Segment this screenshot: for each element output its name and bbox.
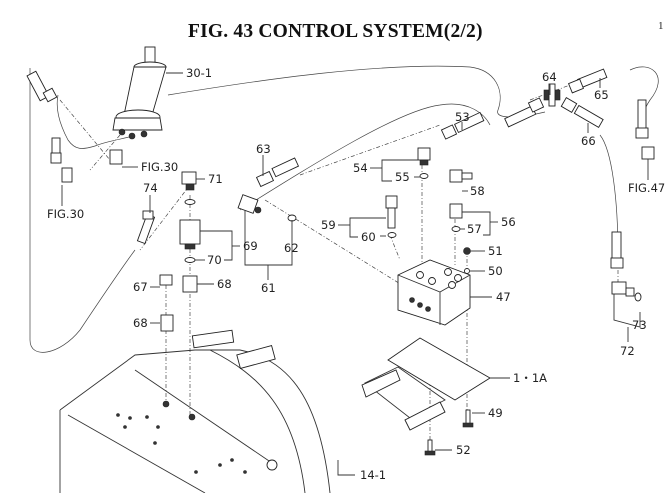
callout-fig47: FIG.47 bbox=[628, 181, 665, 195]
callout-61: 61 bbox=[261, 281, 276, 295]
callout-fig30-a: FIG.30 bbox=[141, 160, 178, 174]
elbow-54 bbox=[417, 147, 431, 179]
callout-58: 58 bbox=[470, 184, 485, 198]
elbow-59 bbox=[385, 195, 398, 238]
callout-52: 52 bbox=[456, 443, 471, 457]
callout-73: 73 bbox=[632, 318, 647, 332]
hose-66 bbox=[560, 97, 604, 128]
callout-57: 57 bbox=[467, 222, 482, 236]
hose-to-53 bbox=[504, 97, 545, 128]
callout-65: 65 bbox=[594, 88, 609, 102]
hose-upper-left bbox=[26, 70, 123, 183]
axis-line bbox=[59, 99, 111, 161]
callout-50: 50 bbox=[488, 264, 503, 278]
callout-63: 63 bbox=[256, 142, 271, 156]
transmission-housing bbox=[59, 329, 331, 493]
callout-66: 66 bbox=[581, 134, 596, 148]
callout-71: 71 bbox=[208, 172, 223, 186]
control-valve-block-47 bbox=[397, 259, 471, 326]
fitting-stack-left bbox=[159, 171, 201, 332]
callout-1-1a: 1・1A bbox=[513, 371, 547, 385]
hose-72 bbox=[610, 231, 642, 302]
callout-47: 47 bbox=[496, 290, 511, 304]
callout-62: 62 bbox=[284, 241, 299, 255]
axis-line bbox=[89, 134, 121, 171]
callout-14-1: 14-1 bbox=[360, 468, 386, 482]
callout-49: 49 bbox=[488, 406, 503, 420]
callout-74: 74 bbox=[143, 181, 158, 195]
hydraulic-pump bbox=[112, 46, 167, 140]
callout-55: 55 bbox=[395, 170, 410, 184]
mounting-bracket bbox=[361, 337, 491, 431]
hose-74 bbox=[136, 210, 156, 245]
hydraulic-line-left-loop bbox=[29, 68, 136, 353]
hydraulic-line-upper-left bbox=[56, 94, 136, 149]
hydraulic-line-lower bbox=[239, 103, 491, 211]
hydraulic-line-main bbox=[167, 65, 546, 118]
callout-30-1: 30-1 bbox=[186, 66, 212, 80]
callout-72: 72 bbox=[620, 344, 635, 358]
elbow-61 bbox=[237, 194, 297, 222]
hose-fig47 bbox=[635, 99, 655, 160]
callout-70: 70 bbox=[207, 253, 222, 267]
bolt-52 bbox=[424, 439, 436, 456]
hose-65 bbox=[567, 68, 608, 94]
axis-line bbox=[389, 234, 401, 261]
callout-64: 64 bbox=[542, 70, 557, 84]
axis-line bbox=[299, 124, 441, 176]
callout-54: 54 bbox=[353, 161, 368, 175]
callout-59: 59 bbox=[321, 218, 336, 232]
elbow-58 bbox=[449, 169, 473, 183]
bolt-49 bbox=[462, 409, 474, 428]
callout-fig30-b: FIG.30 bbox=[47, 207, 84, 221]
hose-63 bbox=[255, 157, 300, 188]
nut-51 bbox=[463, 247, 471, 255]
tee-fitting-64 bbox=[543, 83, 561, 107]
page-number: 1 bbox=[658, 20, 664, 32]
adapter-56 bbox=[449, 203, 463, 232]
callout-68a: 68 bbox=[217, 277, 232, 291]
callout-69: 69 bbox=[243, 239, 258, 253]
leader-lines bbox=[61, 72, 649, 476]
callout-51: 51 bbox=[488, 244, 503, 258]
callout-56: 56 bbox=[501, 215, 516, 229]
callout-53: 53 bbox=[455, 110, 470, 124]
figure-title: FIG. 43 CONTROL SYSTEM(2/2) bbox=[188, 21, 483, 42]
callout-68b: 68 bbox=[133, 316, 148, 330]
callout-67: 67 bbox=[133, 280, 148, 294]
callout-60: 60 bbox=[361, 230, 376, 244]
axis-line bbox=[264, 199, 411, 291]
